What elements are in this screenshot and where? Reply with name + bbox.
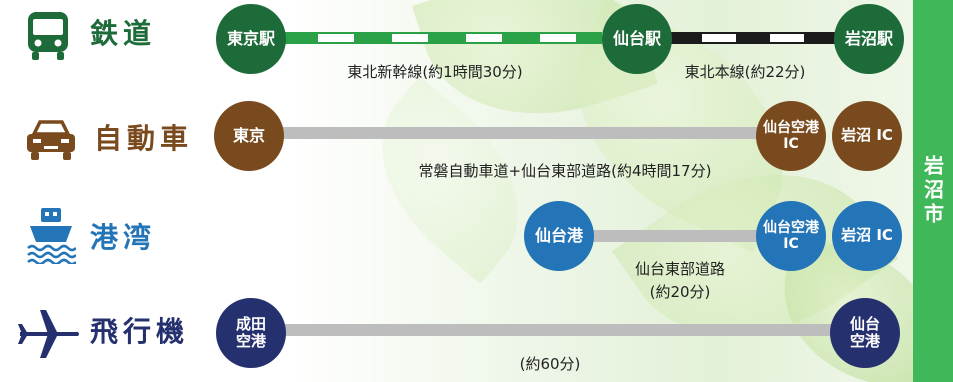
node-tokyo[interactable]: 東京 <box>214 101 284 171</box>
node-sendai-port[interactable]: 仙台港 <box>524 201 594 271</box>
train-icon <box>28 12 68 60</box>
flight-label: (約60分) <box>519 355 581 373</box>
ship-icon <box>27 208 76 264</box>
rail-label: 鉄道 <box>90 17 157 50</box>
node-sendai-airport-ic[interactable]: 仙台空港 IC <box>756 101 826 171</box>
station-tokyo[interactable]: 東京駅 <box>216 4 286 74</box>
station-sendai[interactable]: 仙台駅 <box>602 4 672 74</box>
highway-line <box>280 127 770 139</box>
car-label: 自動車 <box>94 122 194 155</box>
shinkansen-line <box>280 32 602 44</box>
shinkansen-label: 東北新幹線(約1時間30分) <box>347 63 523 81</box>
port-label: 港湾 <box>90 221 157 254</box>
highway-label: 常磐自動車道+仙台東部道路(約4時間17分) <box>418 162 712 180</box>
port-road-label: 仙台東部道路 (約20分) <box>634 260 725 302</box>
airplane-icon <box>18 310 79 358</box>
station-iwanuma[interactable]: 岩沼駅 <box>834 4 904 74</box>
car-icon <box>27 120 75 160</box>
node-iwanuma-ic[interactable]: 岩沼 IC <box>832 101 902 171</box>
node-sendai-airport-ic[interactable]: 仙台空港 IC <box>756 201 826 271</box>
node-iwanuma-ic[interactable]: 岩沼 IC <box>832 201 902 271</box>
tohoku-line-label: 東北本線(約22分) <box>684 63 806 81</box>
port-road-line <box>590 230 770 242</box>
destination-label: 岩沼市 <box>920 155 945 227</box>
tohoku-line <box>668 32 838 44</box>
node-narita-airport[interactable]: 成田 空港 <box>216 298 286 368</box>
destination-sidebar: 岩沼市 <box>913 0 953 382</box>
node-sendai-airport[interactable]: 仙台 空港 <box>830 298 900 368</box>
flight-line <box>280 324 840 336</box>
air-label: 飛行機 <box>90 315 190 348</box>
